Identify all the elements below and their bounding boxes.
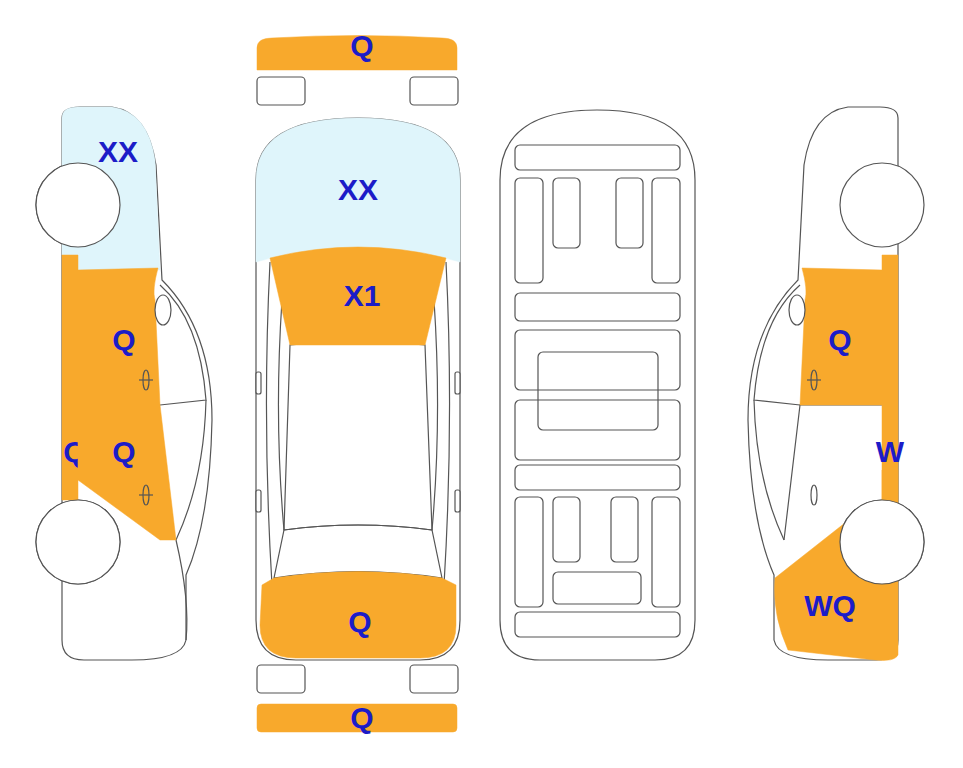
left-side-view — [36, 107, 212, 660]
damage-panel: XX — [62, 107, 160, 270]
underbody-part — [553, 178, 580, 248]
underbody-part — [515, 178, 543, 283]
underbody-part — [515, 145, 680, 170]
underbody-part — [515, 465, 680, 490]
wheel — [36, 163, 120, 247]
handle — [811, 485, 817, 505]
wheel — [36, 500, 120, 584]
damage-panel: Q — [78, 405, 176, 540]
side-line — [432, 300, 438, 530]
damage-panel: Q — [62, 255, 78, 500]
damage-panel: WQ — [772, 470, 898, 662]
damage-code: Q — [112, 325, 135, 355]
underbody-part — [553, 497, 580, 562]
side-line — [266, 262, 272, 585]
underside — [500, 110, 695, 660]
damage-code: WQ — [804, 591, 856, 621]
underbody-part — [515, 330, 680, 390]
damage-panel: Q — [257, 33, 457, 70]
underbody-part — [515, 293, 680, 321]
damage-panel: Q — [256, 560, 460, 660]
handle — [256, 490, 261, 512]
lamp — [410, 77, 458, 105]
wheel — [840, 500, 924, 584]
damage-panel: X1 — [256, 230, 460, 350]
handle — [455, 490, 460, 512]
damage-panel: Q — [257, 704, 457, 732]
mirror — [155, 295, 171, 325]
panel-fill — [257, 704, 457, 732]
lamp — [410, 665, 458, 693]
window-line — [176, 400, 206, 540]
underbody-part — [515, 400, 680, 460]
panel-fill — [270, 247, 446, 345]
mirror — [789, 295, 805, 325]
damage-panel: Q — [78, 268, 160, 405]
underbody-part — [616, 178, 643, 248]
panel-shape — [62, 107, 160, 270]
side-line — [278, 300, 284, 530]
wheel — [36, 163, 120, 247]
window-line — [754, 400, 784, 540]
right-side-view — [748, 107, 924, 660]
underbody-part — [538, 352, 658, 430]
damage-code: XX — [98, 137, 138, 167]
rear-window — [274, 525, 442, 578]
wheel — [36, 500, 120, 584]
lamp — [257, 665, 305, 693]
panel-fill — [260, 572, 456, 659]
damage-code: Q — [350, 703, 373, 733]
damage-code: Q — [350, 31, 373, 61]
underbody-part — [515, 612, 680, 637]
mirror — [256, 372, 261, 394]
lamp — [257, 77, 305, 105]
damage-code: W — [876, 437, 904, 467]
damage-code: XX — [338, 175, 378, 205]
wheel — [840, 163, 924, 247]
damage-code: Q — [828, 325, 851, 355]
body-line — [176, 540, 187, 640]
panel-fill — [256, 118, 460, 262]
handle — [807, 379, 821, 380]
handle — [139, 494, 153, 495]
panel-fill — [800, 268, 882, 405]
underbody-part — [611, 497, 638, 562]
damage-code: Q — [112, 437, 135, 467]
handle — [139, 379, 153, 380]
panel-fill — [78, 268, 160, 405]
underbody-part — [652, 178, 680, 283]
underbody-part — [515, 497, 543, 607]
panel-shape — [772, 470, 898, 662]
side-line — [444, 262, 450, 585]
damage-code: X1 — [344, 281, 381, 311]
roof — [284, 342, 432, 531]
damage-panel: Q — [800, 268, 882, 405]
top-view-body — [256, 118, 460, 660]
wheel — [840, 500, 924, 584]
underbody-part — [553, 572, 641, 604]
damage-panel: XX — [256, 118, 460, 262]
mirror — [455, 372, 460, 394]
damage-panel: W — [882, 255, 898, 500]
panel-shape — [78, 405, 176, 540]
underbody-part — [652, 497, 680, 607]
damage-code: Q — [348, 607, 371, 637]
